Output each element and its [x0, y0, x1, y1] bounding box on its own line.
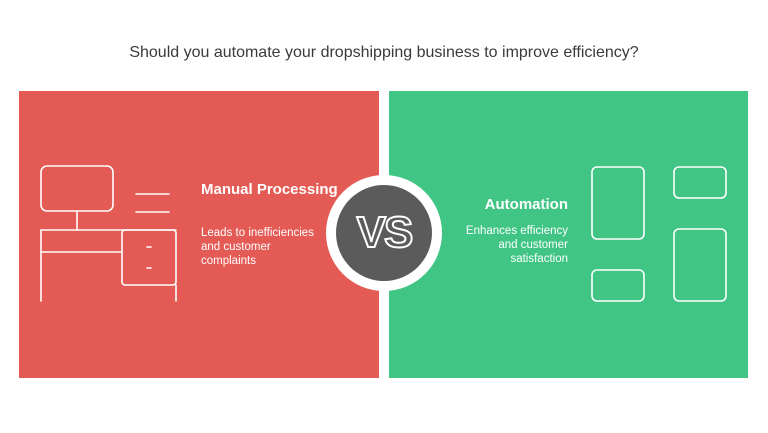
manual-processing-title: Manual Processing: [201, 181, 338, 198]
vs-label: VS: [356, 208, 415, 257]
automation-title: Automation: [484, 196, 568, 213]
vs-badge: VS: [326, 175, 442, 291]
manual-processing-description: Leads to inefficiencies and customer com…: [201, 227, 314, 267]
vs-circle: VS: [336, 185, 432, 281]
blocks-layout-icon: [591, 166, 727, 302]
manual-processing-panel: Manual Processing Leads to inefficiencie…: [19, 91, 379, 378]
desk-with-monitor-icon: [40, 165, 177, 302]
automation-panel: Automation Enhances efficiency and custo…: [389, 91, 748, 378]
page-question: Should you automate your dropshipping bu…: [129, 44, 639, 61]
automation-description: Enhances efficiency and customer satisfa…: [465, 225, 568, 265]
